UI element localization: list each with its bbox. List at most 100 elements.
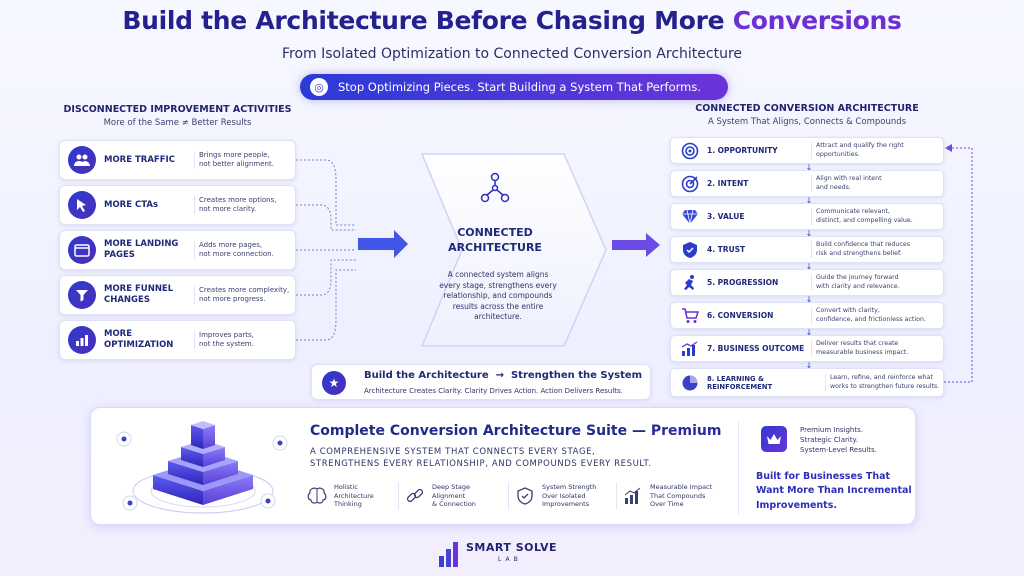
stage-conversion: 6. CONVERSION Convert with clarity,confi… [670, 302, 944, 329]
left-card-traffic: MORE TRAFFIC Brings more people,not bett… [59, 140, 296, 180]
center-hexagon [420, 153, 607, 347]
aim-icon [679, 173, 701, 195]
bars-icon [622, 485, 644, 507]
card-desc: Creates more complexity,not more progres… [194, 285, 289, 305]
tagline-text: Stop Optimizing Pieces. Start Building a… [338, 80, 701, 94]
runner-icon [679, 272, 701, 294]
divider [398, 482, 399, 510]
card-name: MORE FUNNEL CHANGES [104, 284, 174, 305]
stage-learning: 8. LEARNING & REINFORCEMENT Learn, refin… [670, 368, 944, 397]
browser-icon [68, 236, 96, 264]
build-sub: Architecture Creates Clarity. Clarity Dr… [364, 387, 623, 395]
built-for-text: Built for Businesses That Want More Than… [756, 471, 912, 511]
build-line: Build the Architecture → Strengthen the … [364, 370, 643, 381]
build-bar: ★ Build the Architecture → Strengthen th… [311, 364, 651, 400]
left-card-landing-pages: MORE LANDING PAGES Adds more pages,not m… [59, 230, 296, 270]
down-arrow-icon: ↓ [805, 163, 813, 172]
down-arrow-icon: ↓ [805, 229, 813, 238]
left-card-ctas: MORE CTAs Creates more options,not more … [59, 185, 296, 225]
shield-check-icon [514, 485, 536, 507]
title-main: Build the Architecture Before Chasing Mo… [122, 6, 725, 35]
suite-subtitle: A COMPREHENSIVE SYSTEM THAT CONNECTS EVE… [310, 447, 652, 470]
right-heading: CONNECTED CONVERSION ARCHITECTURE [695, 103, 919, 114]
stage-name: 6. CONVERSION [707, 311, 774, 320]
title-accent: Conversions [732, 6, 902, 35]
page-subtitle: From Isolated Optimization to Connected … [281, 46, 743, 62]
card-name: MORE CTAs [104, 199, 159, 210]
card-desc: Improves parts,not the system. [194, 330, 254, 350]
left-card-optimization: MORE OPTIMIZATION Improves parts,not the… [59, 320, 296, 360]
stage-business-outcome: 7. BUSINESS OUTCOME Deliver results that… [670, 335, 944, 362]
diamond-icon [679, 206, 701, 228]
card-desc: Brings more people,not better alignment. [194, 150, 274, 170]
stage-opportunity: 1. OPPORTUNITY Attract and qualify the r… [670, 137, 944, 164]
logo-lab: LAB [498, 556, 522, 563]
down-arrow-icon: ↓ [805, 295, 813, 304]
stage-value: 3. VALUE Communicate relevant,distinct, … [670, 203, 944, 230]
left-subheading: More of the Same ≠ Better Results [103, 118, 252, 128]
target-icon: ◎ [310, 78, 328, 96]
stage-name: 7. BUSINESS OUTCOME [707, 344, 805, 353]
down-arrow-icon: ↓ [805, 328, 813, 337]
tagline-pill: ◎ Stop Optimizing Pieces. Start Building… [300, 74, 728, 100]
growth-icon [679, 338, 701, 360]
feedback-loop [944, 144, 973, 383]
stack-illustration [116, 421, 288, 514]
premium-lines: Premium Insights. Strategic Clarity. Sys… [800, 426, 877, 455]
people-icon [68, 146, 96, 174]
divider [616, 482, 617, 510]
stage-name: 8. LEARNING & REINFORCEMENT [707, 374, 773, 391]
stage-desc: Communicate relevant,distinct, and compe… [811, 208, 913, 225]
down-arrow-icon: ↓ [805, 196, 813, 205]
page-title: Build the Architecture Before Chasing Mo… [0, 6, 1024, 35]
chart-icon [68, 326, 96, 354]
stage-name: 4. TRUST [707, 245, 746, 254]
down-arrow-icon: ↓ [805, 361, 813, 370]
target-icon [679, 140, 701, 162]
pie-icon [679, 372, 701, 394]
stage-name: 2. INTENT [707, 179, 749, 188]
card-name: MORE TRAFFIC [104, 154, 175, 165]
left-connectors [296, 159, 408, 341]
brain-icon [306, 485, 328, 507]
suite-title: Complete Conversion Architecture Suite —… [310, 423, 722, 439]
divider [738, 422, 739, 514]
stage-progression: 5. PROGRESSION Guide the journey forward… [670, 269, 944, 296]
left-heading: DISCONNECTED IMPROVEMENT ACTIVITIES [63, 104, 292, 115]
left-card-funnel: MORE FUNNEL CHANGES Creates more complex… [59, 275, 296, 315]
stage-desc: Convert with clarity,confidence, and fri… [811, 307, 926, 324]
card-name: MORE LANDING PAGES [104, 239, 179, 260]
stage-name: 1. OPPORTUNITY [707, 146, 778, 155]
right-subheading: A System That Aligns, Connects & Compoun… [707, 117, 907, 127]
logo-mark-icon [439, 542, 458, 567]
logo-name: SMART SOLVE [466, 541, 557, 554]
crown-icon [761, 426, 787, 452]
cart-icon [679, 305, 701, 327]
stage-name: 3. VALUE [707, 212, 745, 221]
star-icon: ★ [322, 371, 346, 395]
shield-icon [679, 239, 701, 261]
down-arrow-icon: ↓ [805, 262, 813, 271]
right-arrow-icon [612, 233, 660, 257]
card-name: MORE OPTIMIZATION [104, 329, 174, 350]
stage-name: 5. PROGRESSION [707, 278, 779, 287]
funnel-icon [68, 281, 96, 309]
link-icon [404, 485, 426, 507]
cursor-icon [68, 191, 96, 219]
center-text: A connected system aligns every stage, s… [439, 270, 557, 321]
network-icon [480, 172, 510, 203]
card-desc: Creates more options,not more clarity. [194, 195, 277, 215]
